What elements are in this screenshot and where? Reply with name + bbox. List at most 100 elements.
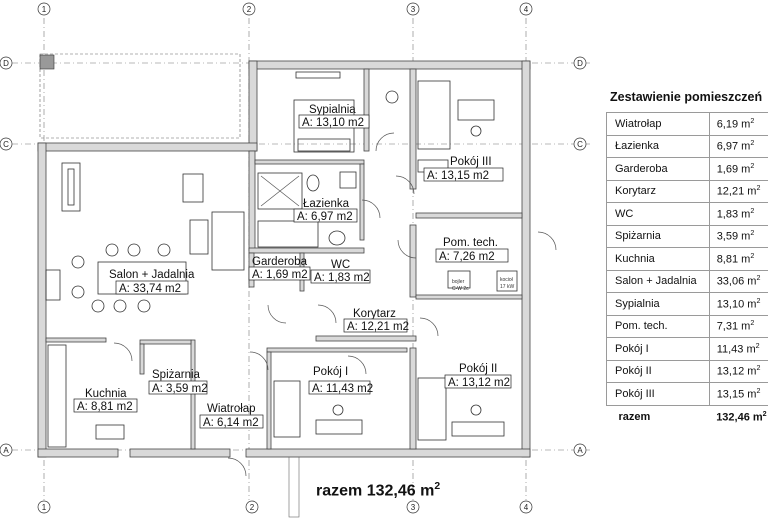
outer-walls <box>37 60 531 518</box>
room-area-salon: A: 33,74 m2 <box>119 283 181 295</box>
summary-room-name: Kuchnia <box>606 247 710 271</box>
summary-room-area: 12,21 m2 <box>708 179 768 203</box>
room-name-garderoba: Garderoba <box>252 256 308 268</box>
axis-1-top: 1 <box>42 5 47 14</box>
room-area-pokoj3: A: 13,15 m2 <box>427 170 489 182</box>
room-area-pokoj1: A: 11,43 m2 <box>312 383 373 395</box>
terrace-outline <box>39 53 241 139</box>
summary-room-name: Garderoba <box>606 157 710 181</box>
room-area-garderoba: A: 1,69 m2 <box>252 269 308 281</box>
summary-room-area: 13,15 m2 <box>708 382 768 406</box>
room-labels: Sypialnia A: 13,10 m2 Pokój III A: 13,15… <box>73 104 512 429</box>
summary-total-name: razem <box>618 410 651 423</box>
room-name-lazienka: Łazienka <box>303 198 350 210</box>
room-name-pokoj3: Pokój III <box>450 156 492 168</box>
summary-room-area: 6,97 m2 <box>708 134 768 158</box>
axis-a-left: A <box>3 446 9 455</box>
axis-a-right: A <box>577 446 583 455</box>
axis-4-top: 4 <box>524 5 529 14</box>
boiler-label: bojler <box>452 279 465 285</box>
room-name-korytarz: Korytarz <box>353 308 396 320</box>
room-area-sypialnia: A: 13,10 m2 <box>302 117 364 129</box>
summary-room-area: 1,83 m2 <box>708 202 768 226</box>
boiler-vol: C-W 2c <box>452 286 469 292</box>
axis-3-top: 3 <box>411 5 416 14</box>
room-name-salon: Salon + Jadalnia <box>109 269 195 281</box>
furnace-power: 17 kW <box>500 284 514 290</box>
axis-d-right: D <box>577 59 583 68</box>
furnace-label: kocioł <box>500 277 514 283</box>
summary-title: Zestawienie pomieszczeń <box>610 90 763 104</box>
summary-room-area: 13,12 m2 <box>708 359 768 383</box>
floor-plan: 1 2 3 4 1 2 3 4 D C A D C A <box>0 2 590 518</box>
summary-room-name: WC <box>606 202 710 226</box>
summary-room-name: Wiatrołap <box>606 112 710 136</box>
summary-room-area: 11,43 m2 <box>708 337 768 361</box>
room-area-pokoj2: A: 13,12 m2 <box>448 377 510 389</box>
summary-total-row: razem 132,46 m2 <box>607 405 768 428</box>
inner-walls <box>45 68 523 450</box>
plan-total-text: razem 132,46 m <box>316 482 435 500</box>
room-name-pokoj2: Pokój II <box>459 363 497 375</box>
room-name-spizarnia: Spiżarnia <box>152 369 201 381</box>
room-area-pomtech: A: 7,26 m2 <box>439 251 495 263</box>
summary-room-name: Sypialnia <box>606 292 710 316</box>
summary-room-area: 8,81 m2 <box>708 247 768 271</box>
room-name-wc: WC <box>331 259 350 271</box>
axis-1-bottom: 1 <box>42 503 47 512</box>
summary-room-area: 1,69 m2 <box>708 157 768 181</box>
terrace-pillar <box>39 54 55 70</box>
room-area-wc: A: 1,83 m2 <box>314 272 370 284</box>
summary-room-area: 13,10 m2 <box>708 292 768 316</box>
summary-total-area: 132,46 m2 <box>716 409 767 424</box>
axis-markers: 1 2 3 4 1 2 3 4 D C A D C A <box>0 2 587 514</box>
summary-room-name: Salon + Jadalnia <box>606 269 710 293</box>
summary-room-name: Spiżarnia <box>606 224 710 248</box>
room-area-kuchnia: A: 8,81 m2 <box>77 401 133 413</box>
room-area-spizarnia: A: 3,59 m2 <box>152 383 208 395</box>
room-name-sypialnia: Sypialnia <box>309 104 356 116</box>
axis-c-right: C <box>577 140 583 149</box>
axis-4-bottom: 4 <box>524 503 529 512</box>
summary-row: Pom. tech.7,31 m2 <box>606 314 768 338</box>
room-name-pomtech: Pom. tech. <box>443 237 498 249</box>
room-name-kuchnia: Kuchnia <box>85 388 127 400</box>
summary-room-name: Pokój I <box>606 337 710 361</box>
summary-room-area: 6,19 m2 <box>708 112 768 136</box>
room-area-wiatrolap: A: 6,14 m2 <box>203 417 259 429</box>
axis-2-top: 2 <box>247 5 252 14</box>
plan-total: razem 132,46 m2 <box>316 481 440 500</box>
summary-room-name: Pokój II <box>606 359 710 383</box>
room-name-pokoj1: Pokój I <box>313 366 348 378</box>
summary-room-name: Łazienka <box>606 134 710 158</box>
summary-room-area: 7,31 m2 <box>708 314 768 338</box>
door-swings <box>113 132 557 477</box>
summary-room-name: Pom. tech. <box>606 314 710 338</box>
summary-room-name: Korytarz <box>606 179 710 203</box>
summary-room-area: 33,06 m2 <box>708 269 768 293</box>
axis-3-bottom: 3 <box>411 503 416 512</box>
room-area-lazienka: A: 6,97 m2 <box>297 211 353 223</box>
axis-2-bottom: 2 <box>250 503 255 512</box>
room-name-wiatrolap: Wiatrołap <box>207 403 256 415</box>
summary-room-area: 3,59 m2 <box>708 224 768 248</box>
summary-room-name: Pokój III <box>606 382 710 406</box>
axis-c-left: C <box>3 140 9 149</box>
room-area-korytarz: A: 12,21 m2 <box>347 321 409 333</box>
axis-d-left: D <box>3 59 9 68</box>
plan-total-unit: 2 <box>434 481 441 492</box>
